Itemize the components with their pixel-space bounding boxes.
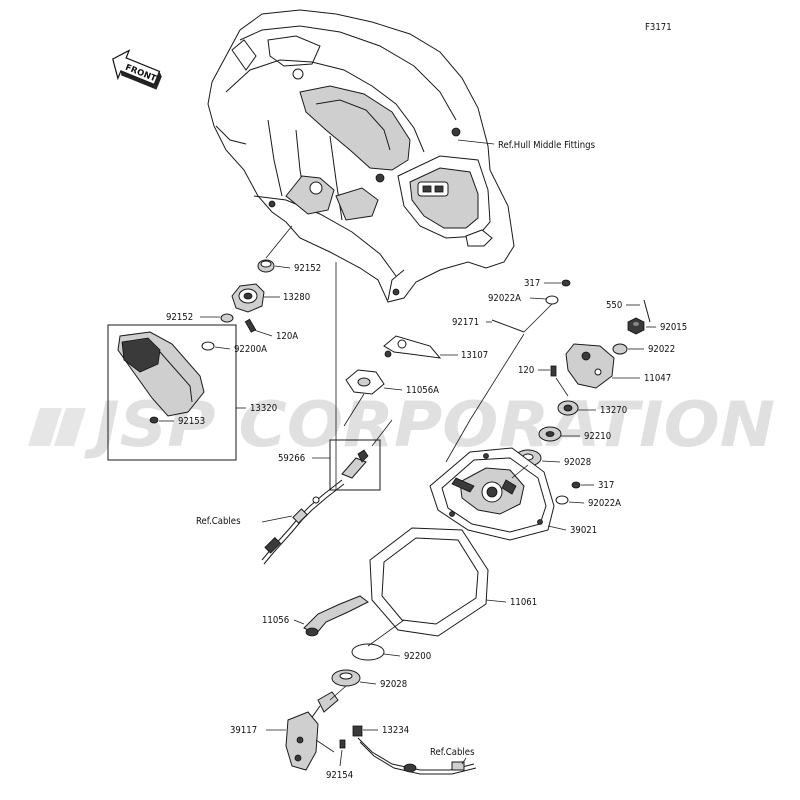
- part-11056-strap: [303, 595, 369, 637]
- part-39117-fitting: [285, 691, 339, 771]
- label-317-lower: 317: [598, 480, 614, 491]
- part-92015-nut: [627, 317, 645, 335]
- part-39021-housing: [429, 447, 555, 541]
- watermark-logo-icon: [28, 408, 86, 446]
- label-59266: 59266: [278, 453, 305, 464]
- ref-cables-label-2: Ref.Cables: [430, 747, 475, 758]
- label-92022: 92022: [648, 344, 675, 355]
- part-92153-screw: [149, 416, 159, 424]
- part-120a-screw: [244, 318, 257, 333]
- label-92200a: 92200A: [234, 344, 267, 355]
- label-92028-upper: 92028: [564, 457, 591, 468]
- part-11056a-ring: [345, 369, 385, 395]
- label-92022a-lower: 92022A: [588, 498, 621, 509]
- ref-hull-middle-fittings-label: Ref.Hull Middle Fittings: [498, 140, 596, 151]
- label-92028-lower: 92028: [380, 679, 407, 690]
- label-11061: 11061: [510, 597, 537, 608]
- part-92210-washer: [538, 426, 562, 442]
- label-92210: 92210: [584, 431, 611, 442]
- part-59266-fitting: [341, 449, 369, 479]
- label-317-top: 317: [524, 278, 540, 289]
- part-11061-gasket: [369, 527, 489, 637]
- part-13270-rotor: [557, 400, 579, 416]
- part-92022-washer: [612, 343, 628, 355]
- label-92171: 92171: [452, 317, 479, 328]
- watermark: JSP CORPORATION: [83, 388, 775, 461]
- part-59266-box: [329, 439, 381, 491]
- label-92015: 92015: [660, 322, 687, 333]
- part-92022a-washer-top: [545, 295, 559, 305]
- part-317-lower: [571, 481, 581, 489]
- part-92200-washer: [351, 643, 385, 661]
- label-550: 550: [606, 300, 622, 311]
- label-92022a-top: 92022A: [488, 293, 521, 304]
- part-13107-bracket: [383, 335, 442, 359]
- label-13107: 13107: [461, 350, 488, 361]
- part-317-top: [561, 279, 571, 287]
- part-92152-grommet-top: [257, 259, 275, 273]
- part-92152-grommet-left: [220, 313, 234, 323]
- label-92152-top: 92152: [294, 263, 321, 274]
- part-92028-nut-lower: [331, 669, 361, 687]
- part-13320-cover: [117, 331, 205, 417]
- label-13270: 13270: [600, 405, 627, 416]
- label-11047: 11047: [644, 373, 671, 384]
- cable-lower: [357, 737, 477, 775]
- part-92154-screw: [339, 739, 346, 749]
- bracket-13320: [107, 324, 237, 461]
- ref-cables-label-1: Ref.Cables: [196, 516, 241, 527]
- part-120-screw: [550, 365, 557, 377]
- part-92022a-washer-lower: [555, 495, 569, 505]
- label-39021: 39021: [570, 525, 597, 536]
- label-120a: 120A: [276, 331, 298, 342]
- figure-code: F3171: [645, 22, 672, 33]
- part-92200a-washer: [201, 341, 215, 351]
- hull-deck-illustration: [207, 9, 515, 303]
- cable-left: [261, 479, 345, 565]
- part-92171-rod: [491, 319, 525, 333]
- label-11056: 11056: [262, 615, 289, 626]
- label-13234: 13234: [382, 725, 409, 736]
- label-92153: 92153: [178, 416, 205, 427]
- label-13280: 13280: [283, 292, 310, 303]
- label-11056a: 11056A: [406, 385, 439, 396]
- label-120: 120: [518, 365, 534, 376]
- part-13234-fitting: [352, 725, 363, 737]
- label-39117: 39117: [230, 725, 257, 736]
- label-92200: 92200: [404, 651, 431, 662]
- part-13280-switch: [231, 283, 265, 313]
- part-550-pin: [643, 299, 651, 323]
- part-11047-bracket: [565, 343, 615, 389]
- label-92152-left: 92152: [166, 312, 193, 323]
- front-arrow-icon: FRONT: [112, 49, 162, 90]
- label-92154: 92154: [326, 770, 353, 781]
- label-13320: 13320: [250, 403, 277, 414]
